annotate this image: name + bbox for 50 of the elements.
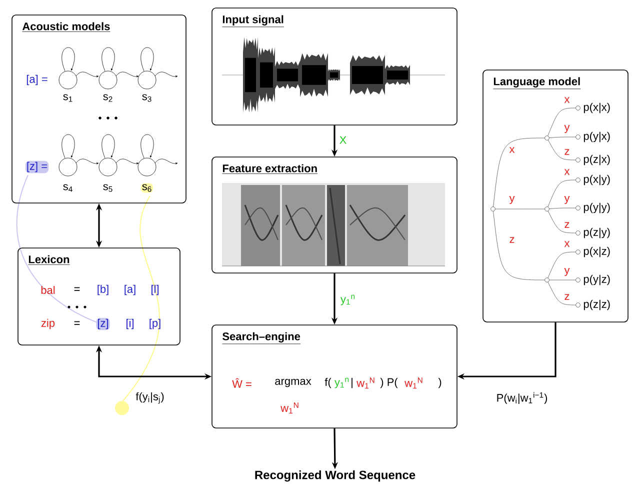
label: = [74,287,80,291]
state-label: s$_{6}$ [140,183,154,193]
edge-label: f(y$_{i}$|s$_{j}$) [136,392,164,404]
probability-label: p(y|z) [584,274,610,286]
branch-label: y [564,196,570,204]
label: [z] = [25,160,49,174]
state-label: s$_{2}$ [103,94,112,102]
formula-part: ) P( [380,378,398,388]
label: zip [41,318,55,330]
label: [b] [98,284,108,296]
branch-label: y [564,124,570,134]
probability-label: p(x|y) [584,174,610,186]
formula-part: argmax [275,378,312,388]
panel: Feature extraction [212,156,458,274]
panel: Input signal [212,8,458,126]
label: [a] = [26,74,48,86]
probability-label: p(x|z) [584,246,610,258]
branch-label: y [564,268,570,276]
label: [p] [150,318,160,330]
label: [i] [126,318,134,330]
branch-label: x [509,147,515,153]
probability-label: p(z|y) [584,228,610,238]
branch-label: z [510,237,514,243]
label: = [74,321,80,325]
formula-part: ) [438,378,442,388]
state-label: s$_{4}$ [63,184,72,192]
probability-label: p(z|x) [584,154,610,166]
edge-label: P(w$_{i}$|w$_{1}$$^{i−1}$) [497,392,548,404]
edge-label: X [340,136,346,144]
probability-label: p(y|y) [584,202,610,214]
probability-label: p(z|z) [584,300,610,310]
branch-label: x [564,97,570,103]
branch-label: z [564,149,570,155]
label: bal [41,286,55,294]
branch-label: z [564,222,570,228]
label: [l] [152,284,158,296]
formula-part: Ŵ = [232,378,252,388]
label: [z] [96,318,110,330]
label: [a] [124,284,136,296]
state-label: s$_{1}$ [63,94,72,102]
branch-label: x [564,241,570,247]
probability-label: p(y|x) [584,132,610,142]
branch-label: x [564,169,570,175]
formula-part: f( [324,378,332,388]
output-text: Recognized Word Sequence [255,470,416,482]
state-label: s$_{5}$ [103,184,112,192]
probability-label: p(x|x) [584,102,610,114]
state-label: s$_{3}$ [142,94,152,102]
branch-label: z [564,294,570,300]
branch-label: y [509,196,515,204]
